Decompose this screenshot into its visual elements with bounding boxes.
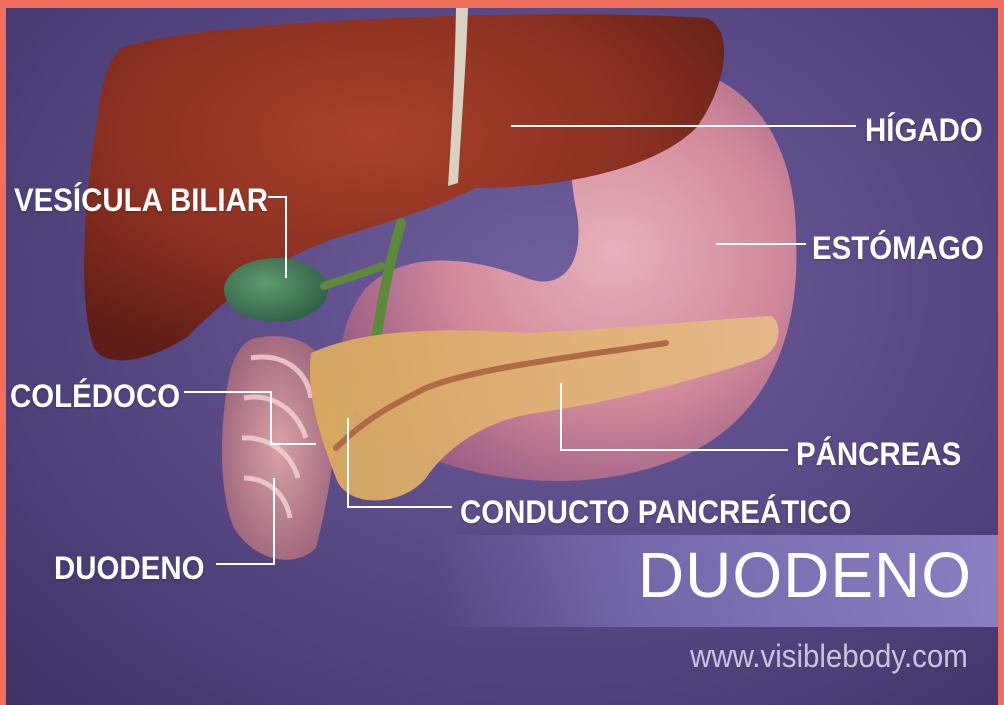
label-estomago: ESTÓMAGO bbox=[812, 230, 984, 267]
label-coledoco: COLÉDOCO bbox=[10, 378, 180, 415]
website-credit: www.visiblebody.com bbox=[690, 638, 968, 675]
label-pancreas: PÁNCREAS bbox=[796, 436, 961, 473]
title: DUODENO bbox=[638, 538, 972, 612]
label-duodeno: DUODENO bbox=[54, 550, 204, 587]
gallbladder-shape bbox=[224, 258, 328, 322]
label-higado: HÍGADO bbox=[865, 112, 983, 149]
anatomy-illustration: HÍGADO VESÍCULA BILIAR ESTÓMAGO COLÉDOCO… bbox=[6, 8, 998, 705]
label-conducto-pancreatico: CONDUCTO PANCREÁTICO bbox=[460, 494, 851, 531]
label-vesicula-biliar: VESÍCULA BILIAR bbox=[14, 182, 268, 219]
